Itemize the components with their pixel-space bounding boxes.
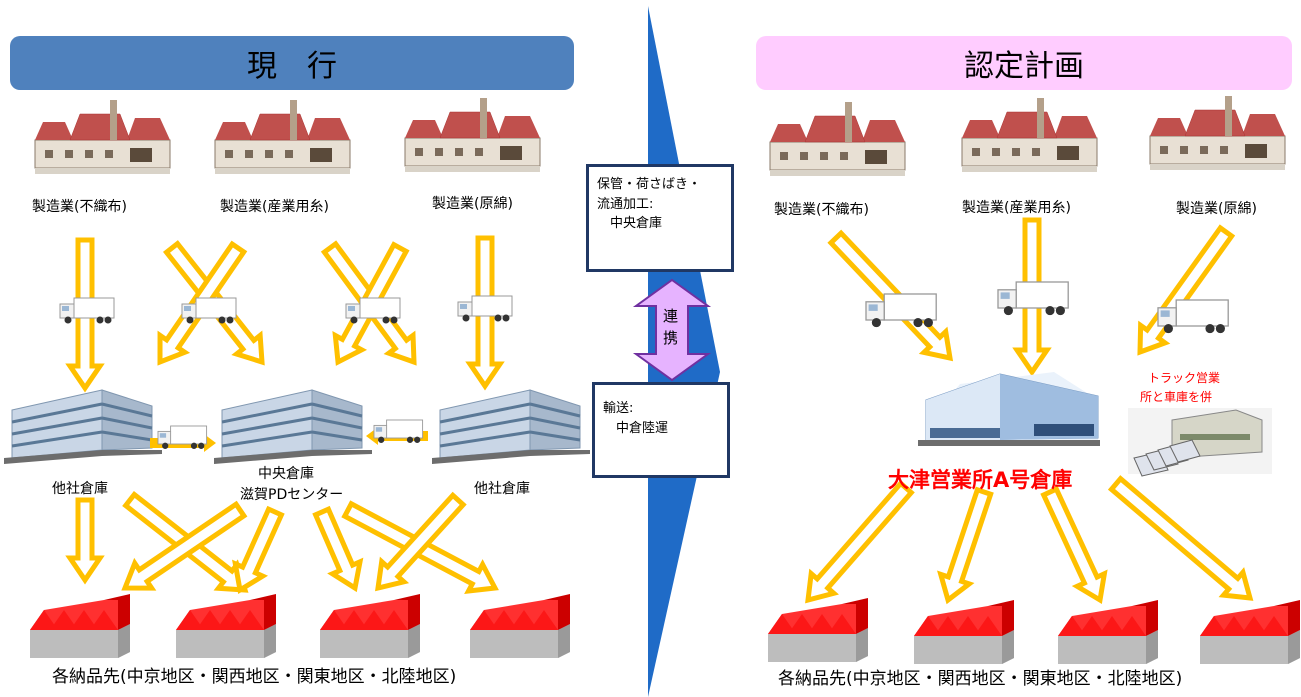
current-title: 現 行 (247, 49, 337, 84)
transport-box: 輸送: 中倉陸運 (592, 382, 730, 478)
factory-icon (404, 97, 541, 173)
truck-office-note-1: トラック営業 (1148, 371, 1221, 385)
flow-arrow (375, 491, 467, 592)
flow-arrow (1107, 475, 1254, 601)
factory-icon (961, 97, 1098, 173)
current-warehouse-center-label-1: 中央倉庫 (258, 466, 314, 482)
flow-arrow (65, 497, 105, 585)
plan-factory-label: 製造業(不織布) (774, 202, 869, 218)
warehouse-icon (430, 388, 592, 466)
truck-yard-icon (1128, 408, 1272, 477)
destination-icon (1058, 600, 1158, 664)
current-factory-label: 製造業(不織布) (32, 199, 127, 215)
flow-arrow (121, 500, 248, 591)
plan-title: 認定計画 (964, 49, 1084, 84)
storage-box: 保管・荷さばき・ 流通加工: 中央倉庫 (586, 164, 734, 272)
destination-icon (30, 594, 130, 658)
flow-arrow (312, 505, 364, 593)
warehouse-icon (212, 388, 374, 466)
plan-destinations-label: 各納品先(中京地区・関西地区・関東地区・北陸地区) (778, 669, 1183, 689)
plan-factory-label: 製造業(産業用糸) (962, 200, 1071, 216)
warehouse-icon (2, 388, 164, 466)
destination-icon (914, 600, 1014, 664)
destination-icon (470, 594, 570, 658)
current-header: 現 行 (10, 36, 574, 90)
central-warehouse-icon (918, 372, 1100, 446)
destination-icon (176, 594, 276, 658)
destination-icon (1200, 600, 1300, 664)
current-warehouse-center-label-2: 滋賀PDセンター (240, 487, 344, 503)
link-label-1: 連 (663, 307, 679, 325)
plan-warehouse-label: 大津営業所A号倉庫 (888, 468, 1073, 492)
factory-icon (1149, 95, 1286, 171)
destination-icon (768, 598, 868, 662)
flow-arrow (232, 505, 285, 595)
link-label-2: 携 (663, 329, 679, 347)
current-destinations-label: 各納品先(中京地区・関西地区・関東地区・北陸地区) (52, 667, 457, 687)
factory-icon (769, 101, 906, 177)
link-double-arrow (632, 278, 712, 382)
flow-arrow (1040, 485, 1108, 605)
destination-icon (320, 594, 420, 658)
current-factory-label: 製造業(原綿) (432, 196, 513, 212)
factory-icon (214, 99, 351, 175)
current-factory-label: 製造業(産業用糸) (220, 199, 329, 215)
truck-office-note-2: 所と車庫を併 (1140, 390, 1213, 404)
current-warehouse-right-label: 他社倉庫 (474, 481, 530, 497)
flow-arrow (805, 479, 915, 604)
plan-header: 認定計画 (756, 36, 1292, 90)
flow-arrow (937, 486, 994, 605)
factory-icon (34, 99, 171, 175)
truck-icon (865, 293, 937, 328)
plan-factory-label: 製造業(原綿) (1176, 201, 1257, 217)
flow-arrow (1137, 224, 1236, 356)
current-warehouse-left-label: 他社倉庫 (52, 481, 108, 497)
